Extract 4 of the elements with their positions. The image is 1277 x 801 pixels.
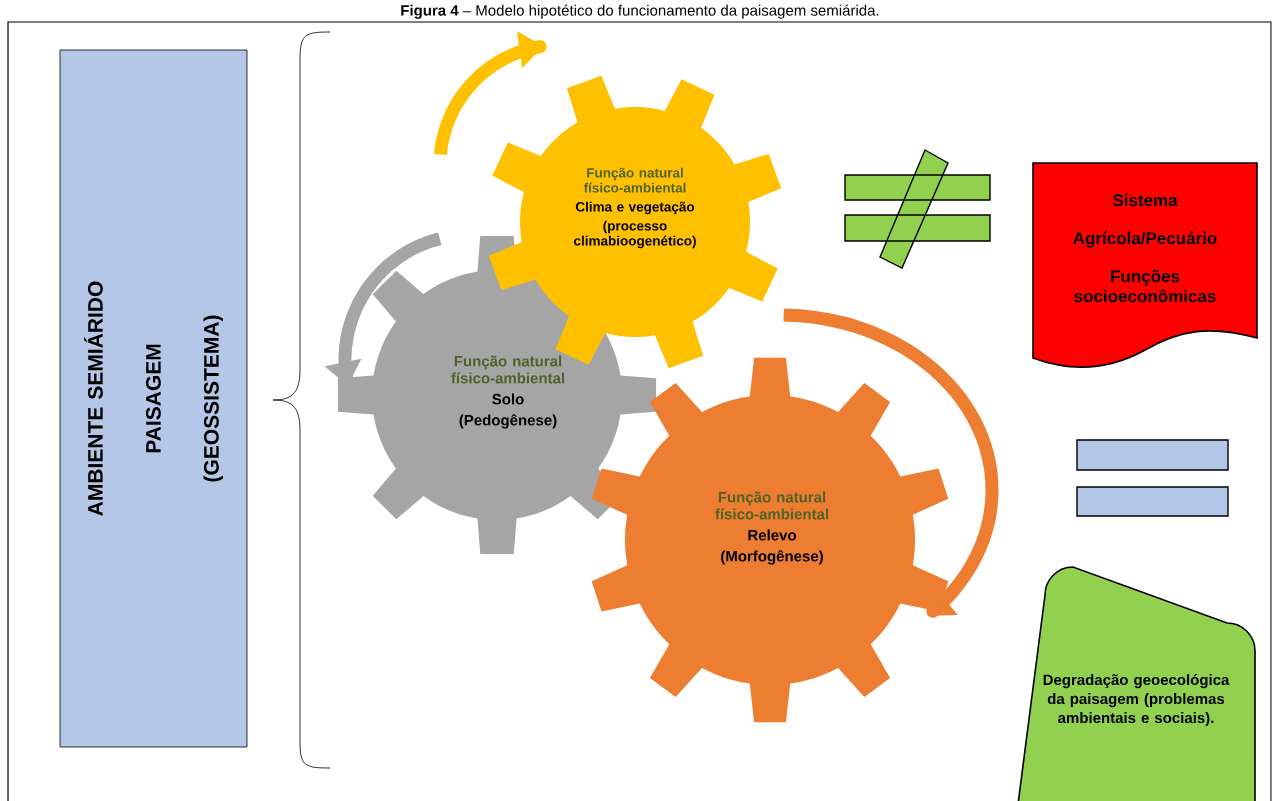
gear: Função natural físico-ambiental Relevo (Morfogênese) (591, 357, 949, 723)
figure-title: Figura 4 – Modelo hipotético do funcionamento da paisagem semiárida. (401, 4, 879, 19)
rotated-label-box: AMBIENTE SEMIÁRIDO PAISAGEM (GEOSSISTEMA) (59, 49, 248, 748)
process-box: Degradação geoecológica da paisagem (problemas ambientais e sociais). (1016, 566, 1256, 801)
